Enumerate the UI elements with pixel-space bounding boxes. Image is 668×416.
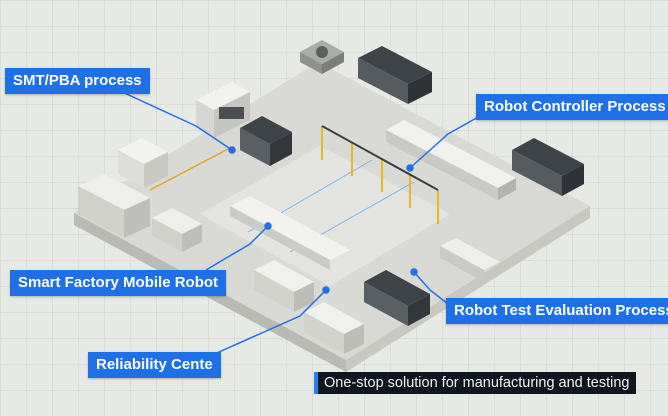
workstations <box>230 196 364 354</box>
caption-banner: One-stop solution for manufacturing and … <box>314 372 636 394</box>
smt-machines <box>78 82 250 252</box>
controller-line-frames <box>321 125 439 224</box>
callout-leaders <box>117 89 481 357</box>
rooftop-unit <box>300 40 344 74</box>
assembly-line <box>386 120 516 282</box>
callout-robot-controller: Robot Controller Process <box>476 94 668 120</box>
caption-text: One-stop solution for manufacturing and … <box>324 375 630 391</box>
caption-accent-bar <box>314 372 318 394</box>
callout-smt-pba: SMT/PBA process <box>5 68 150 94</box>
callout-test-evaluation: Robot Test Evaluation Process <box>446 298 668 324</box>
storage-racks <box>240 46 584 326</box>
callout-mobile-robot: Smart Factory Mobile Robot <box>10 270 227 296</box>
callout-reliability: Reliability Cente <box>88 352 221 378</box>
